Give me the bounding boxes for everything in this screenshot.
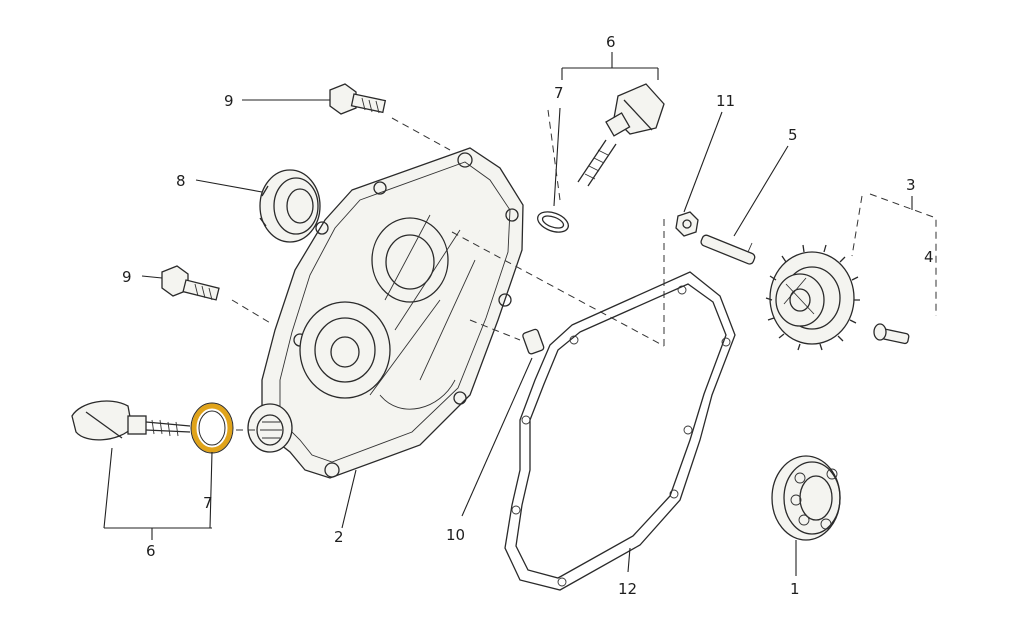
callout-9-top: 9 bbox=[224, 92, 234, 110]
callout-labels: 6 7 11 5 3 4 9 8 9 7 6 2 10 12 1 bbox=[122, 33, 934, 598]
dowel-pin bbox=[522, 328, 545, 355]
callout-6-top: 6 bbox=[606, 33, 616, 51]
callout-11: 11 bbox=[716, 92, 735, 110]
oil-dipstick-left bbox=[71, 400, 191, 441]
callout-10: 10 bbox=[446, 526, 465, 544]
gear-bolt bbox=[873, 323, 910, 345]
cover-gasket bbox=[504, 271, 736, 591]
flange-bolt-middle bbox=[161, 265, 220, 301]
ball-bearing bbox=[771, 455, 841, 541]
callout-9-mid: 9 bbox=[122, 268, 132, 286]
oil-seal bbox=[259, 169, 321, 243]
flange-bolt-top bbox=[329, 83, 387, 115]
governor-shaft bbox=[700, 234, 756, 265]
o-ring-highlighted bbox=[190, 402, 234, 454]
leader-lines bbox=[103, 52, 913, 576]
crankcase-cover bbox=[247, 147, 524, 479]
oil-dipstick-top bbox=[577, 83, 665, 187]
callout-7-top: 7 bbox=[554, 84, 564, 102]
governor-gear bbox=[765, 244, 860, 351]
callout-1: 1 bbox=[790, 580, 800, 598]
callout-5: 5 bbox=[788, 126, 798, 144]
o-ring-top bbox=[537, 211, 569, 233]
callout-2: 2 bbox=[334, 528, 344, 546]
callout-6-bottom: 6 bbox=[146, 542, 156, 560]
assembly-dash-lines bbox=[231, 109, 937, 431]
callout-3-dots: 4 bbox=[924, 248, 934, 266]
callout-7-bottom: 7 bbox=[203, 494, 213, 512]
callout-3: 3 bbox=[906, 176, 916, 194]
callout-8: 8 bbox=[176, 172, 186, 190]
washer-nut bbox=[675, 211, 699, 237]
callout-12: 12 bbox=[618, 580, 637, 598]
